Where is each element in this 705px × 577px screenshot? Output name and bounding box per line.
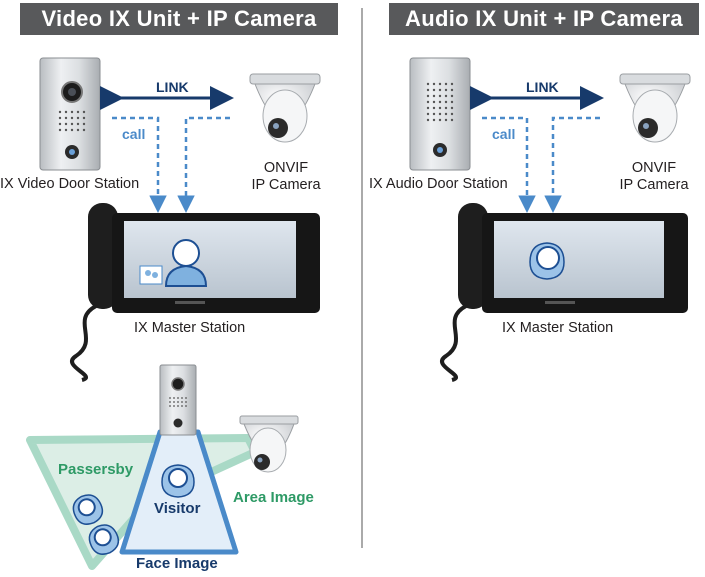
call-label-right: call — [492, 126, 516, 142]
audio-door-station-device — [409, 57, 471, 171]
call-label-left: call — [122, 126, 146, 142]
small-ip-camera-device — [239, 415, 299, 473]
passersby-label: Passersby — [58, 461, 134, 478]
area-image-label: Area Image — [233, 489, 314, 506]
passerby-icon — [72, 494, 104, 525]
ip-camera-right-label-line1: ONVIF — [631, 160, 677, 176]
ip-camera-right-label-line2: IP Camera — [619, 176, 689, 193]
ip-camera-left-label-line1: ONVIF — [263, 160, 309, 176]
passerby-icon — [88, 524, 120, 555]
audio-section-title: Audio IX Unit + IP Camera — [389, 3, 699, 35]
call-arrows-right — [482, 116, 600, 213]
coverage-zones — [26, 429, 259, 570]
video-master-station-label: IX Master Station — [134, 320, 246, 336]
video-master-station-device — [70, 203, 320, 382]
ip-camera-left-label: ONVIF IP Camera — [240, 160, 332, 193]
visitor-icon — [161, 464, 195, 498]
ip-camera-right-device — [619, 73, 691, 143]
audio-master-station-device — [440, 203, 688, 382]
face-image-label: Face Image — [136, 555, 218, 572]
ip-camera-left-device — [249, 73, 321, 143]
visitor-label: Visitor — [154, 500, 201, 517]
link-label-left: LINK — [156, 79, 189, 95]
audio-door-station-label: IX Audio Door Station — [369, 176, 508, 192]
ip-camera-right-label: ONVIF IP Camera — [608, 160, 700, 193]
ip-camera-left-label-line2: IP Camera — [251, 176, 321, 193]
call-arrows-left — [112, 116, 230, 213]
video-door-station-label: IX Video Door Station — [0, 176, 140, 192]
small-door-station-device — [159, 364, 197, 436]
video-door-station-device — [39, 57, 101, 171]
link-label-right: LINK — [526, 79, 559, 95]
audio-master-station-label: IX Master Station — [502, 320, 614, 336]
video-section-title: Video IX Unit + IP Camera — [20, 3, 338, 35]
